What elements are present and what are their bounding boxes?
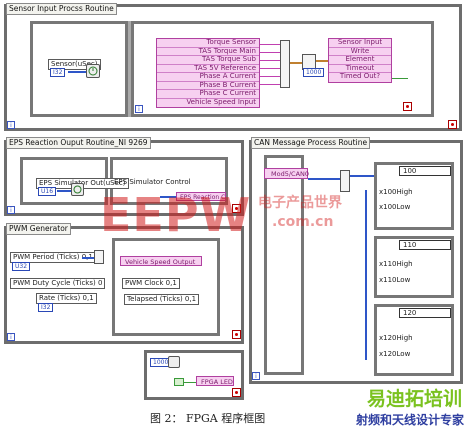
eps-sim-wire (160, 196, 176, 198)
vehicle-speed-output-node[interactable]: Vehicle Speed Output (120, 256, 202, 266)
bottom-watermark-title: 易迪拓培训 (366, 388, 462, 410)
pwm-clock-indicator: PWM Clock 0,1 (122, 278, 180, 289)
case-item: x100High (379, 188, 413, 196)
case-selector-120[interactable]: 120 (399, 308, 451, 318)
sensor-inner-frame-right (131, 21, 434, 117)
unbundle-icon[interactable] (340, 170, 350, 192)
case-selector-wire (350, 175, 374, 177)
io-wire (260, 76, 280, 77)
case-structure-110: 110 x110High x110Low (374, 236, 454, 298)
eps-usec-badge: U16 (38, 187, 57, 196)
not-gate-icon[interactable] (174, 378, 184, 386)
can-iteration-terminal: i (252, 372, 260, 380)
fpga-led-node[interactable]: FPGA LED (196, 376, 234, 386)
io-row: Phase B Current (157, 81, 259, 90)
can-sequence-frame (264, 155, 304, 375)
pwm-sequence-frame (112, 238, 220, 336)
eepw-watermark: EEPW (100, 188, 252, 242)
bottom-watermark-sub: 射频和天线设计专家 (355, 413, 464, 427)
eps-loop-title: EPS Reaction Ouput Routine_NI 9269 (6, 137, 151, 149)
sensor-stop-terminal[interactable] (448, 120, 457, 129)
io-row: TAS Torque Sub (157, 55, 259, 65)
led-wire (184, 382, 196, 383)
fpga-io-node[interactable]: Torque Sensor TAS Torque Main TAS Torque… (156, 38, 260, 108)
case-selector-110[interactable]: 110 (399, 240, 451, 250)
io-row: Vehicle Speed Input (186, 97, 256, 106)
can-read-node[interactable]: Mod5/CAN0 (264, 168, 309, 179)
rate-badge: I32 (38, 303, 54, 312)
fifo-row: Write (329, 47, 391, 56)
fifo-row: Element (329, 55, 391, 65)
sensor-usec-badge: I32 (50, 68, 66, 77)
pwm-loop-title: PWM Generator (6, 223, 71, 235)
io-wire (260, 84, 280, 85)
io-wire (260, 60, 280, 61)
pwm-wire (82, 257, 94, 259)
case-selector-100[interactable]: 100 (399, 166, 451, 176)
bundle-wire (316, 60, 328, 62)
io-row: TAS Torque Main (157, 47, 259, 56)
wait-timer-icon[interactable] (86, 64, 100, 78)
pwm-iteration-terminal: i (7, 333, 15, 341)
sensor-inner-stop[interactable] (403, 102, 412, 111)
io-wire (260, 52, 280, 53)
bottom-watermark: 易迪拓培训 射频和天线设计专家 (298, 384, 468, 428)
led-stop-terminal[interactable] (232, 388, 241, 397)
can-loop-title: CAN Message Process Routine (251, 137, 371, 149)
eps-wait-icon[interactable] (71, 183, 84, 196)
eepw-url-watermark: .com.cn (272, 214, 334, 230)
sensor-inner-frame-left (30, 21, 128, 117)
case-item: x110High (379, 260, 413, 268)
sensor-sequence-strip (128, 21, 131, 117)
pwm-stop-terminal[interactable] (232, 330, 241, 339)
case-structure-100: 100 x100High x100Low (374, 162, 454, 230)
io-row: Torque Sensor (157, 38, 259, 48)
fifo-row: Sensor Input (329, 38, 391, 48)
figure-caption: 图 2： FPGA 程序框图 (150, 412, 266, 425)
sensor-iteration-terminal: i (7, 121, 15, 129)
eps-iteration-terminal: i (7, 206, 15, 214)
eps-wire (57, 190, 71, 192)
io-row: Phase C Current (157, 89, 259, 99)
io-row: Phase A Current (157, 72, 259, 82)
can-wire (308, 178, 340, 180)
can-data-wire (365, 190, 367, 360)
case-item: x120High (379, 334, 413, 342)
led-wait-icon[interactable] (168, 356, 180, 368)
io-wire (260, 68, 280, 69)
io-wire (260, 44, 280, 45)
case-item: x120Low (379, 350, 411, 358)
sensor-loop-title: Sensor Input Procss Routine (6, 3, 117, 15)
telapsed-indicator: Telapsed (Ticks) 0,1 (124, 294, 200, 305)
sensor-wire (68, 71, 86, 73)
fifo-row: Timeout (329, 64, 391, 73)
timeout-constant[interactable]: 1000 (303, 68, 325, 77)
fifo-row: Timed Out? (339, 72, 381, 80)
array-wire (290, 62, 302, 64)
eps-reaction-node[interactable]: EPS Reaction Control (176, 192, 226, 201)
timedout-wire (392, 78, 408, 79)
sensor-usec-control[interactable]: Sensor(uSec) (48, 59, 101, 70)
sensor-inner-iteration: i (135, 105, 143, 113)
case-item: x100Low (379, 203, 411, 211)
eps-stop-terminal[interactable] (232, 204, 241, 213)
rate-control[interactable]: Rate (Ticks) 0,1 (36, 293, 97, 304)
eps-sim-label: EPS Simulator Control (114, 178, 191, 186)
pwm-period-badge: U32 (12, 262, 31, 271)
fifo-method-node[interactable]: Sensor Input Write Element Timeout Timed… (328, 38, 392, 83)
case-item: x110Low (379, 276, 411, 284)
io-row: TAS 5V Reference (157, 64, 259, 73)
build-array-icon[interactable] (280, 40, 290, 88)
compare-icon[interactable] (94, 250, 104, 264)
pwm-duty-control[interactable]: PWM Duty Cycle (Ticks) 0 (10, 278, 106, 289)
eepw-cn-watermark: 电子产品世界 (258, 195, 342, 211)
case-structure-120: 120 x120High x120Low (374, 304, 454, 376)
